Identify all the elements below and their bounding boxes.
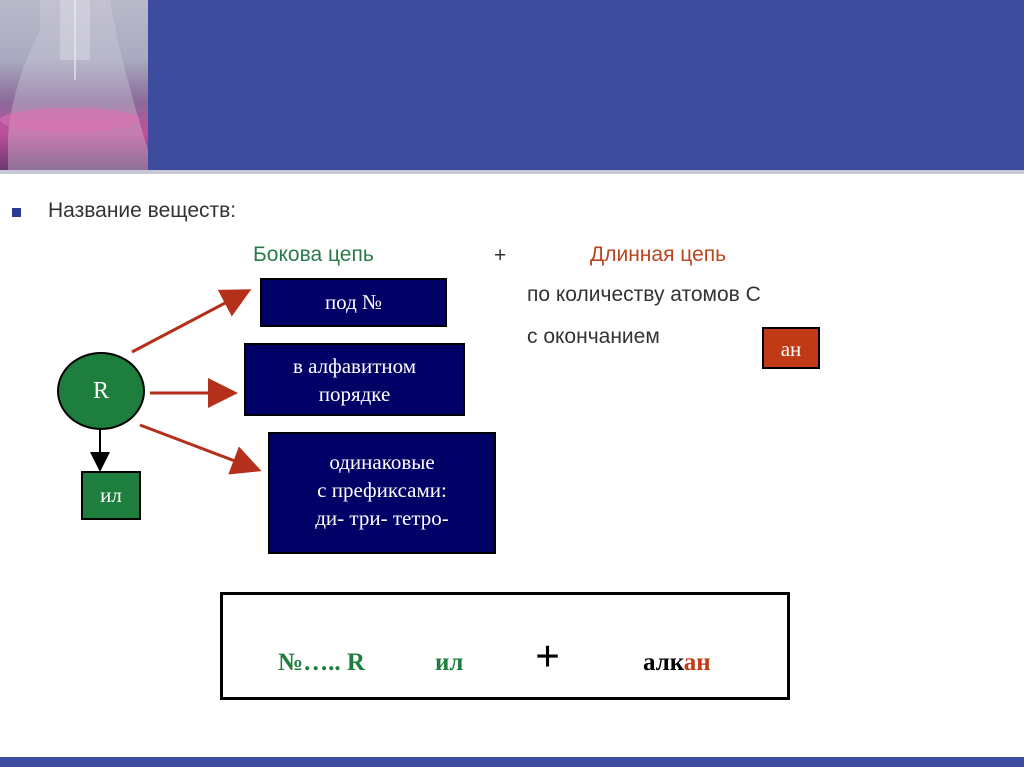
box-num-text: под №	[325, 290, 382, 314]
formula-alk: алк	[643, 649, 684, 676]
radical-circle: R	[57, 352, 145, 430]
position-number-box: под №	[260, 278, 447, 327]
same-prefix-box: одинаковые с префиксами: ди- три- тетро-	[268, 432, 496, 554]
box-alpha-line-1: в алфавитном	[246, 352, 463, 380]
formula-il: ил	[435, 649, 463, 677]
footer-band	[0, 757, 1024, 767]
arrow-to-same	[140, 425, 256, 469]
box-alpha-line-2: порядке	[246, 380, 463, 408]
box-same-line-3: ди- три- тетро-	[270, 504, 494, 532]
formula-box: №….. R ил + алкан	[220, 592, 790, 700]
formula-alkan: алкан	[643, 649, 711, 677]
box-same-line-1: одинаковые	[270, 448, 494, 476]
box-same-line-2: с префиксами:	[270, 476, 494, 504]
arrow-to-num	[132, 292, 246, 352]
il-box: ил	[81, 471, 141, 520]
formula-number-r: №….. R	[278, 649, 365, 677]
formula-an-suffix: ан	[684, 649, 711, 676]
formula-plus: +	[535, 631, 560, 682]
alphabetical-order-box: в алфавитном порядке	[244, 343, 465, 416]
